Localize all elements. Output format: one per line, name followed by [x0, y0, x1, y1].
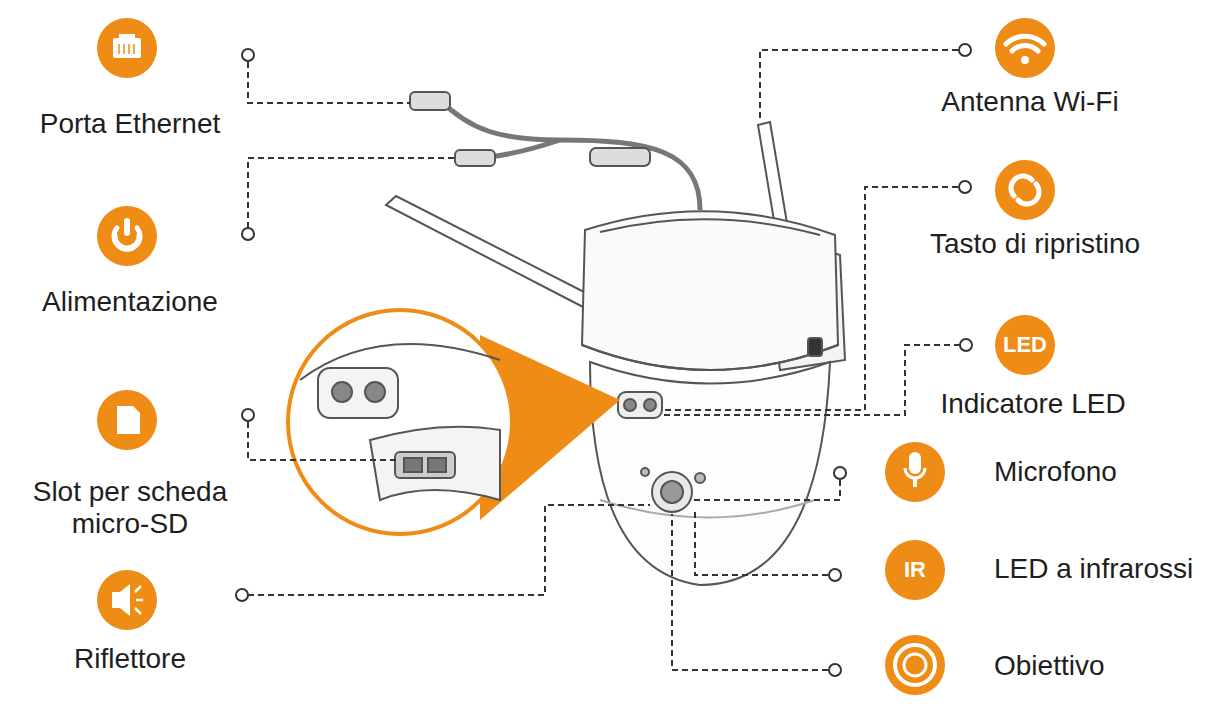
leader-lines [248, 50, 960, 670]
icon-symbols [112, 34, 1044, 685]
part-name: Obiettivo [994, 650, 1194, 682]
icon-text: LED [1003, 333, 1047, 357]
icon-text: IR [904, 558, 926, 582]
part-name: Porta Ethernet [10, 108, 250, 140]
part-name: Slot per scheda micro-SD [5, 476, 255, 540]
zoom-detail [300, 344, 500, 500]
part-name: Tasto di ripristino [890, 228, 1180, 260]
part-name: Indicatore LED [903, 388, 1163, 420]
part-name: Riflettore [10, 643, 250, 675]
part-name: Antenna Wi-Fi [900, 86, 1160, 118]
part-name: LED a infrarossi [994, 553, 1214, 585]
icon-circle: LED [995, 315, 1055, 375]
icon-circle: IR [885, 540, 945, 600]
zoom-circle [288, 310, 512, 534]
icon-circles [97, 18, 1055, 695]
part-name: Microfono [994, 456, 1194, 488]
leader-ends [236, 44, 972, 676]
part-name: Alimentazione [10, 286, 250, 318]
